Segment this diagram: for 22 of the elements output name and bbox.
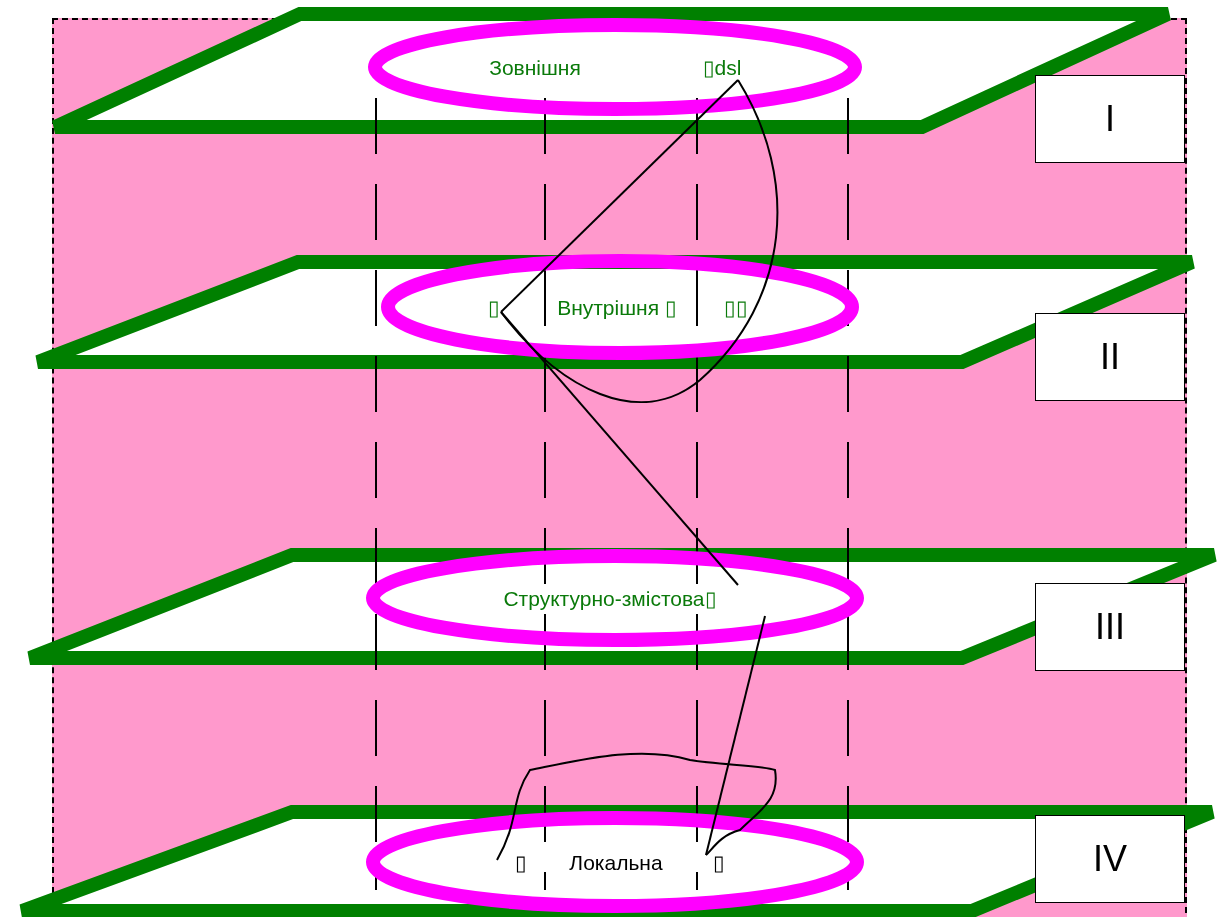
layer-label: Локальна — [569, 851, 663, 873]
connector-line — [500, 79, 739, 313]
layer-label: ▯ — [713, 851, 725, 873]
layer-label: Зовнішня — [489, 56, 581, 78]
level-box: III — [1035, 583, 1185, 671]
layer-label: Структурно-змістова▯ — [503, 587, 717, 609]
layer-label: ▯dsl — [702, 56, 742, 78]
ellipse-node — [367, 17, 863, 117]
connector-line — [496, 752, 777, 861]
layer-label: ▯ — [488, 296, 500, 318]
ellipse-node — [365, 810, 865, 914]
level-box: IV — [1035, 815, 1185, 903]
connector-line — [705, 615, 766, 856]
level-box: I — [1035, 75, 1185, 163]
connector-line — [500, 311, 739, 586]
ellipse-node — [365, 548, 865, 648]
layer-label: Внутрішня ▯ — [557, 296, 677, 318]
level-box: II — [1035, 313, 1185, 401]
ellipse-node — [380, 253, 860, 361]
connector-line — [500, 79, 779, 403]
layer-label: ▯▯ — [724, 296, 748, 318]
layer-label: ▯ — [515, 851, 527, 873]
